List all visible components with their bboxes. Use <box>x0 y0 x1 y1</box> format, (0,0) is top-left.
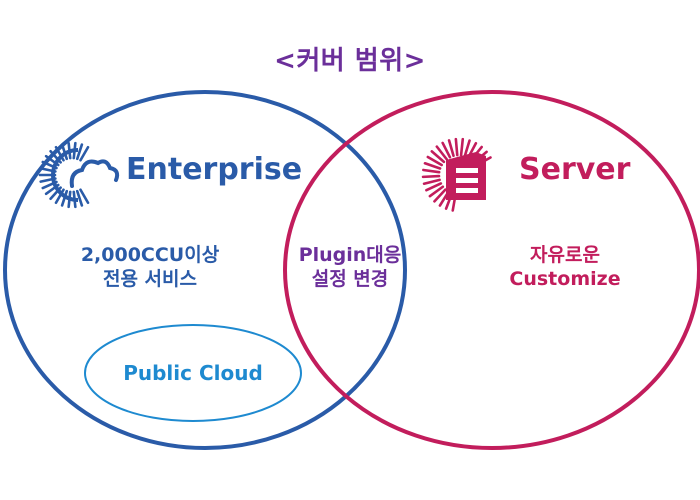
server-feature-line2: Customize <box>509 267 621 290</box>
enterprise-circle <box>3 90 407 450</box>
diagram-title: <커버 범위> <box>274 46 426 76</box>
enterprise-features: 2,000CCU이상 전용 서비스 <box>40 244 260 292</box>
server-circle <box>283 90 700 450</box>
server-features: 자유로운 Customize <box>470 244 660 292</box>
enterprise-name: Enterprise <box>126 152 303 187</box>
server-logo-icon <box>421 137 492 212</box>
overlap-feature-line2: 설정 변경 <box>311 267 389 290</box>
enterprise-logo-icon <box>38 141 120 209</box>
overlap-feature-line1: Plugin대응 <box>298 244 402 266</box>
overlap-features: Plugin대응 설정 변경 <box>270 244 430 292</box>
public-cloud-ellipse <box>84 324 302 422</box>
enterprise-feature-line1: 2,000CCU이상 <box>80 244 220 266</box>
server-name: Server <box>519 152 631 187</box>
server-feature-line1: 자유로운 <box>530 244 600 266</box>
enterprise-feature-line2: 전용 서비스 <box>102 267 197 290</box>
public-cloud-label: Public Cloud <box>123 361 263 385</box>
